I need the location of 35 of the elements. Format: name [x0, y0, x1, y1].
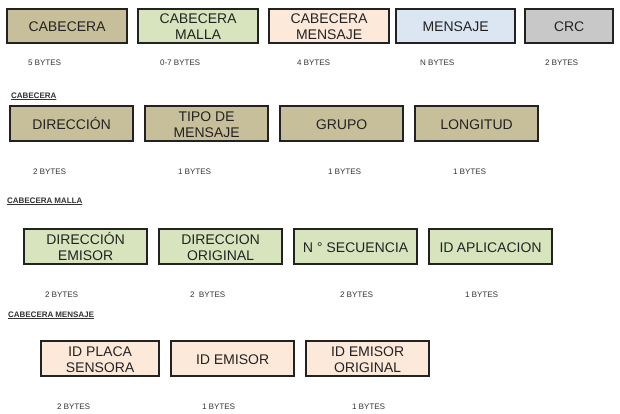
byte-size-label: 2 BYTES [57, 402, 90, 411]
byte-size-label: 2 BYTES [190, 290, 226, 299]
section-heading: CABECERA MALLA [7, 196, 82, 205]
field-box: TIPO DE MENSAJE [144, 105, 269, 142]
byte-size-label: 1 BYTES [465, 290, 498, 299]
field-box: ID EMISOR [170, 340, 295, 377]
field-box: CABECERA MALLA [137, 8, 259, 44]
byte-size-label: 1 BYTES [202, 402, 235, 411]
field-box: ID PLACA SENSORA [40, 340, 160, 377]
field-box: DIRECCION ORIGINAL [158, 228, 283, 265]
byte-size-label: 1 BYTES [352, 402, 385, 411]
byte-size-label: 2 BYTES [545, 58, 578, 67]
byte-size-label: 1 BYTES [328, 167, 361, 176]
byte-size-label: 5 BYTES [28, 58, 61, 67]
section-heading: CABECERA MENSAJE [8, 310, 94, 319]
field-box: ID APLICACION [428, 228, 553, 265]
byte-size-label: 1 BYTES [453, 167, 486, 176]
byte-size-label: 2 BYTES [340, 290, 373, 299]
field-box: DIRECCIÓN [9, 105, 134, 142]
section-heading: CABECERA [11, 91, 56, 100]
field-box: DIRECCIÓN EMISOR [23, 228, 148, 265]
field-box: LONGITUD [414, 105, 539, 142]
field-box: N ° SECUENCIA [293, 228, 418, 265]
byte-size-label: N BYTES [420, 58, 454, 67]
field-box: MENSAJE [395, 8, 516, 44]
field-box: ID EMISOR ORIGINAL [305, 340, 430, 377]
field-box: CABECERA [6, 8, 128, 44]
byte-size-label: 0-7 BYTES [160, 58, 200, 67]
field-box: CRC [524, 8, 614, 44]
byte-size-label: 1 BYTES [178, 167, 211, 176]
field-box: CABECERA MENSAJE [268, 8, 390, 44]
byte-size-label: 4 BYTES [297, 58, 330, 67]
byte-size-label: 2 BYTES [45, 290, 78, 299]
field-box: GRUPO [279, 105, 404, 142]
byte-size-label: 2 BYTES [33, 167, 66, 176]
